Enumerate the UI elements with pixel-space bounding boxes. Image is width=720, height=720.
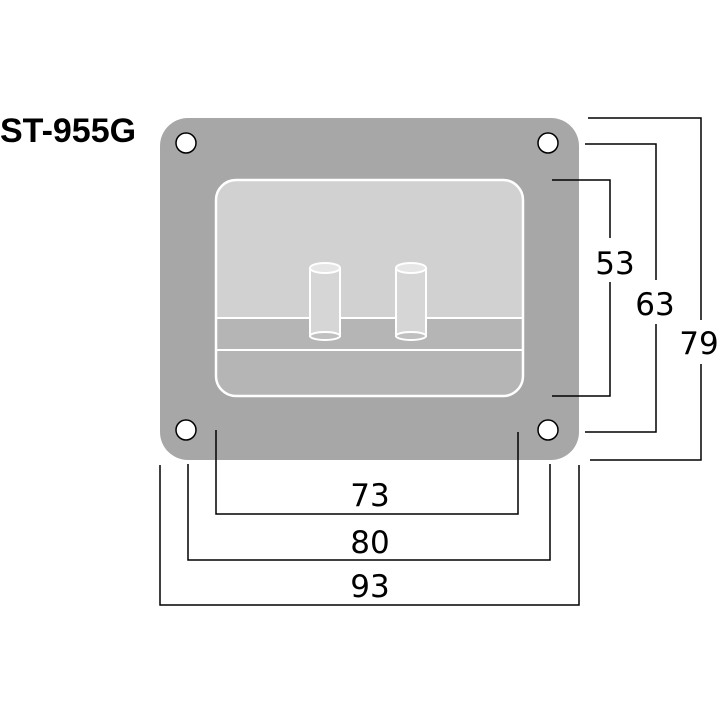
dim-line-inner-height xyxy=(552,179,611,397)
dim-line-inner-width xyxy=(215,430,519,515)
dim-label-inner-height: 53 xyxy=(595,246,634,282)
dim-label-hole-spacing-width: 80 xyxy=(350,525,389,561)
terminal-post-right xyxy=(395,262,427,341)
mounting-hole-bottom-left xyxy=(175,419,197,441)
mounting-hole-top-right xyxy=(537,132,559,154)
model-label: ST-955G xyxy=(0,112,137,150)
terminal-recess xyxy=(214,178,525,398)
dim-label-outer-height: 79 xyxy=(679,326,718,362)
dim-line-hole-spacing-width xyxy=(187,464,551,561)
mounting-hole-bottom-right xyxy=(537,419,559,441)
mounting-holes xyxy=(175,132,559,441)
dim-line-outer-height xyxy=(588,117,702,461)
dim-label-inner-width: 73 xyxy=(350,478,389,514)
dim-label-hole-spacing-height: 63 xyxy=(635,287,674,323)
dim-line-outer-width xyxy=(159,465,580,606)
dim-label-outer-width: 93 xyxy=(350,569,389,605)
terminal-post-left xyxy=(309,262,341,341)
mounting-hole-top-left xyxy=(175,132,197,154)
